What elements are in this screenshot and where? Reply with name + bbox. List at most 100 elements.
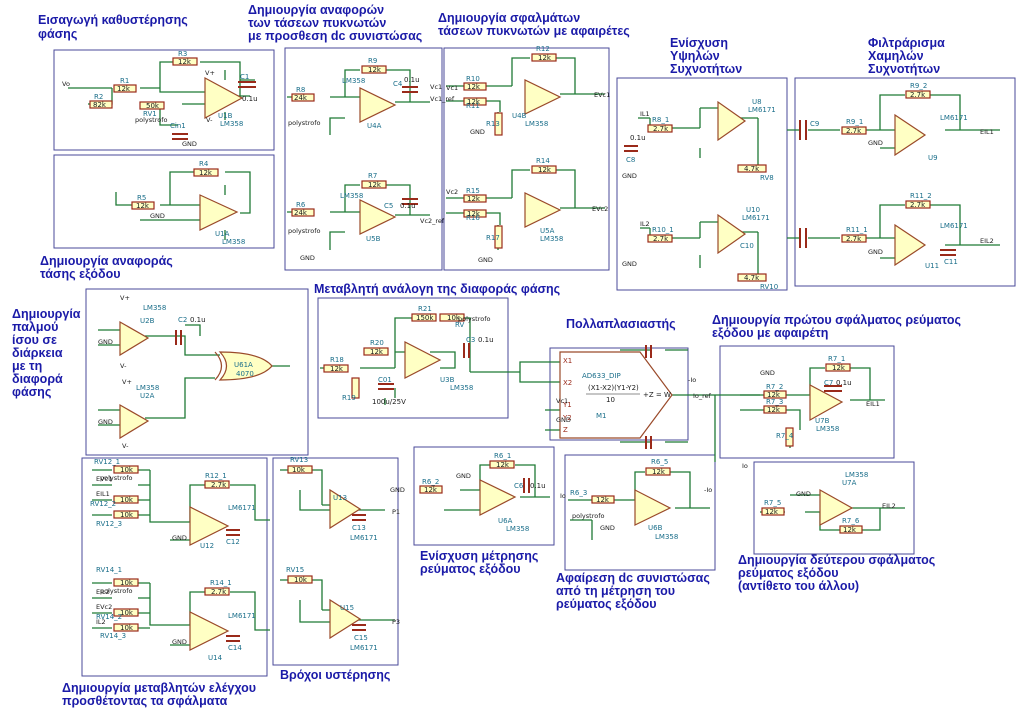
svg-text:R9_2: R9_2 — [910, 82, 927, 90]
svg-text:R12: R12 — [536, 45, 550, 53]
svg-text:GND: GND — [622, 172, 637, 180]
wires — [68, 57, 1000, 646]
svg-text:12k: 12k — [424, 486, 438, 494]
svg-text:GND: GND — [172, 534, 187, 542]
svg-text:(X1-X2)(Y1-Y2): (X1-X2)(Y1-Y2) — [588, 384, 639, 392]
block-out-voltage-ref — [53, 154, 275, 249]
svg-text:12k: 12k — [368, 181, 382, 189]
svg-text:12k: 12k — [496, 461, 510, 469]
svg-text:Io_ref: Io_ref — [693, 392, 712, 400]
svg-text:EVc1: EVc1 — [96, 475, 112, 483]
svg-text:polystrofo: polystrofo — [572, 512, 604, 520]
svg-text:12k: 12k — [767, 406, 781, 414]
svg-text:4.7k: 4.7k — [744, 165, 760, 173]
svg-text:12k: 12k — [199, 169, 213, 177]
svg-text:GND: GND — [456, 472, 471, 480]
opamp-U8: U8 LM6171 — [717, 98, 776, 142]
svg-text:U1A: U1A — [215, 230, 230, 238]
svg-text:2.7k: 2.7k — [211, 481, 227, 489]
svg-text:polystrofo: polystrofo — [288, 119, 320, 127]
svg-text:-Io: -Io — [688, 376, 696, 384]
resistor-R17: R17 — [486, 225, 503, 249]
svg-text:12k: 12k — [843, 526, 857, 534]
svg-text:IL2: IL2 — [640, 220, 650, 228]
resistor-R10_1: R10_12.7k — [647, 226, 674, 243]
svg-text:12k: 12k — [765, 508, 779, 516]
svg-text:Vo: Vo — [62, 80, 70, 88]
svg-text:2.7k: 2.7k — [846, 235, 862, 243]
svg-text:Vc1: Vc1 — [556, 397, 568, 405]
opamp-U6A: U6A LM358 — [479, 479, 529, 533]
svg-text:LM358: LM358 — [816, 425, 839, 433]
svg-text:P1: P1 — [392, 508, 400, 516]
block-voltage-errors — [443, 47, 610, 271]
opamp-U2A: U2A LM358 — [119, 384, 159, 440]
svg-text:C3: C3 — [466, 336, 475, 344]
svg-text:X2: X2 — [563, 379, 572, 387]
svg-text:GND: GND — [150, 212, 165, 220]
svg-text:LM358: LM358 — [143, 304, 166, 312]
capacitor-C8b — [645, 345, 652, 449]
svg-text:12k: 12k — [467, 210, 481, 218]
svg-text:R17: R17 — [486, 234, 500, 242]
svg-text:RV14_2: RV14_2 — [96, 613, 122, 621]
svg-text:IL1: IL1 — [640, 110, 650, 118]
svg-text:U1B: U1B — [218, 112, 233, 120]
svg-text:polystrofo: polystrofo — [100, 587, 132, 595]
opamp-U4A: U4A LM358 — [342, 77, 397, 130]
svg-text:0.1u: 0.1u — [242, 95, 258, 103]
svg-text:U4B: U4B — [512, 112, 527, 120]
svg-text:C8: C8 — [626, 156, 635, 164]
svg-text:12k: 12k — [467, 195, 481, 203]
svg-text:150k: 150k — [416, 314, 434, 322]
title-multiplier: Πολλαπλασιαστής — [566, 317, 676, 331]
svg-text:LM358: LM358 — [450, 384, 473, 392]
block-phase-delay — [53, 49, 275, 151]
svg-text:LM358: LM358 — [506, 525, 529, 533]
svg-text:12k: 12k — [467, 98, 481, 106]
svg-text:RV14_3: RV14_3 — [100, 632, 126, 640]
svg-text:GND: GND — [600, 524, 615, 532]
svg-text:12k: 12k — [368, 66, 382, 74]
svg-text:-Io: -Io — [704, 486, 712, 494]
svg-text:R2: R2 — [94, 93, 103, 101]
opamp-U7B: U7B LM358 — [809, 384, 844, 433]
svg-text:C6: C6 — [514, 482, 524, 490]
xor-gate-U61A: U61A 4070 — [214, 351, 273, 381]
svg-text:Y1: Y1 — [562, 401, 572, 409]
resistor-R19: R19 — [342, 377, 360, 402]
svg-text:C1: C1 — [240, 73, 249, 81]
capacitor-C10: C10 — [740, 228, 807, 250]
opamp-U13: U13 LM6171 — [329, 488, 378, 542]
svg-text:10k: 10k — [292, 466, 306, 474]
svg-text:V-: V- — [206, 116, 213, 124]
svg-text:12k: 12k — [178, 58, 192, 66]
block-lp-filter — [794, 77, 1016, 287]
svg-text:LM358: LM358 — [655, 533, 678, 541]
svg-text:R14_1: R14_1 — [210, 579, 232, 587]
svg-text:12k: 12k — [370, 348, 384, 356]
opamp-U10: U10 LM6171 — [717, 206, 770, 255]
svg-text:M1: M1 — [596, 412, 607, 420]
capacitor-C15: C15 — [352, 624, 368, 642]
svg-text:C11: C11 — [944, 258, 958, 266]
svg-text:R4: R4 — [199, 160, 209, 168]
svg-text:EIL2: EIL2 — [980, 237, 994, 245]
